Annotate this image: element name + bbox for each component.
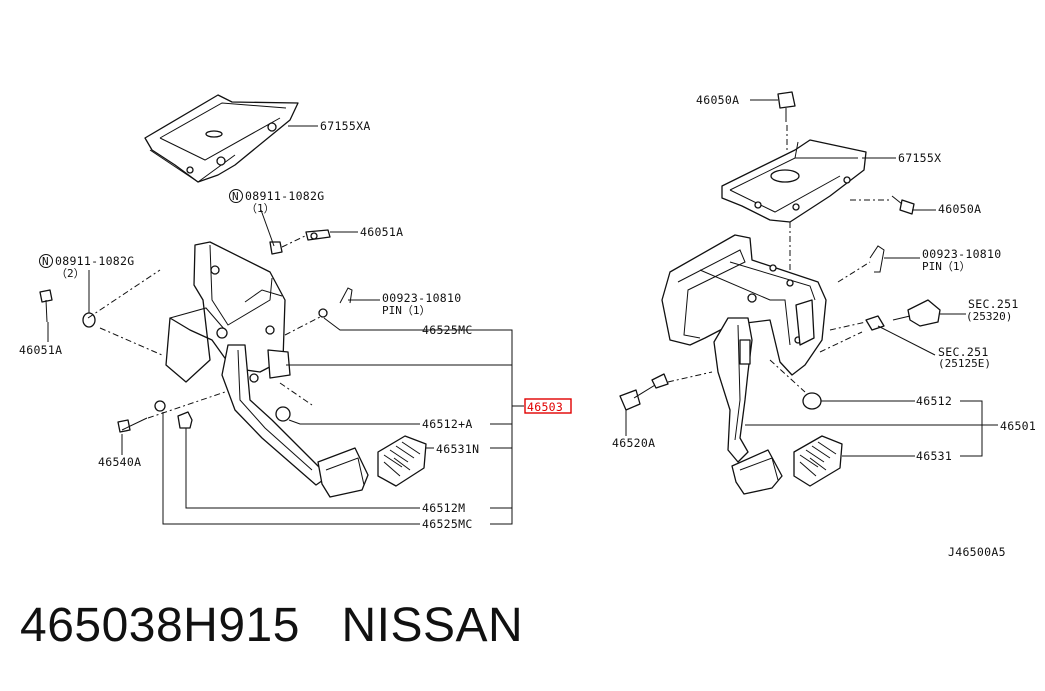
highlight-box[interactable] [524, 398, 572, 414]
label-qty-1: （1） [246, 202, 275, 215]
n-mark-1: N [232, 190, 239, 203]
right-dashed-lines [667, 125, 892, 393]
label-sec251-b: SEC.251 [938, 345, 989, 359]
label-46512a: 46512+A [422, 417, 473, 431]
label-46540a: 46540A [98, 455, 141, 469]
label-46512: 46512 [916, 394, 952, 408]
caption-brand: NISSAN [341, 599, 524, 652]
part-caption: 465038H915 NISSAN [20, 598, 523, 653]
right-assembly: 46050A 67155X 46050A 00923-10810 PIN（1） … [612, 91, 1036, 495]
left-leader-lines [47, 125, 524, 525]
right-top-bracket [721, 139, 867, 223]
left-n-marks: N N [39, 189, 243, 268]
right-pedal-pad [793, 435, 843, 487]
label-46501: 46501 [1000, 419, 1036, 433]
right-pedal-bracket [661, 234, 827, 376]
label-25320: (25320) [966, 310, 1012, 323]
left-pedal-bracket [165, 241, 291, 383]
label-00923-right: 00923-10810 [922, 247, 1001, 261]
label-46531: 46531 [916, 449, 952, 463]
left-labels: 67155XA 08911-1082G （1） 46051A 08911-108… [19, 119, 572, 531]
label-46051a-left: 46051A [19, 343, 62, 357]
label-pin-left: PIN（1） [382, 304, 431, 317]
label-46525mc-top: 46525MC [422, 323, 473, 337]
label-67155x: 67155X [898, 151, 941, 165]
left-dashed-lines [87, 235, 323, 419]
label-46531n: 46531N [436, 442, 479, 456]
right-pedal-arm [713, 317, 783, 495]
label-46050a-right: 46050A [938, 202, 981, 216]
right-small-parts [619, 91, 941, 411]
label-25125e: (25125E) [938, 357, 991, 370]
left-assembly: N N 67155XA 08911-1082G （1） 46051A 08911… [19, 94, 572, 531]
n-mark-2: N [42, 255, 49, 268]
left-small-parts [39, 229, 353, 433]
label-46051a-top: 46051A [360, 225, 403, 239]
label-08911-2: 08911-1082G [55, 254, 134, 268]
left-pedal-pad [377, 435, 427, 487]
label-sec251-a: SEC.251 [968, 297, 1019, 311]
drawing-code: J46500A5 [948, 545, 1006, 559]
label-46520a: 46520A [612, 436, 655, 450]
label-highlighted-part[interactable]: 46503 [527, 400, 563, 414]
left-pedal-arm [221, 344, 369, 498]
label-pin-right: PIN（1） [922, 260, 971, 273]
label-08911-1: 08911-1082G [245, 189, 324, 203]
label-00923-left: 00923-10810 [382, 291, 461, 305]
label-qty-2: （2） [56, 267, 85, 280]
label-46050a-top: 46050A [696, 93, 739, 107]
caption-part-number: 465038H915 [20, 599, 300, 652]
left-top-bracket [144, 94, 299, 183]
right-labels: 46050A 67155X 46050A 00923-10810 PIN（1） … [612, 93, 1036, 463]
label-46525mc-bottom: 46525MC [422, 517, 473, 531]
right-leader-lines [625, 99, 998, 457]
label-46512m: 46512M [422, 501, 465, 515]
label-67155xa: 67155XA [320, 119, 371, 133]
